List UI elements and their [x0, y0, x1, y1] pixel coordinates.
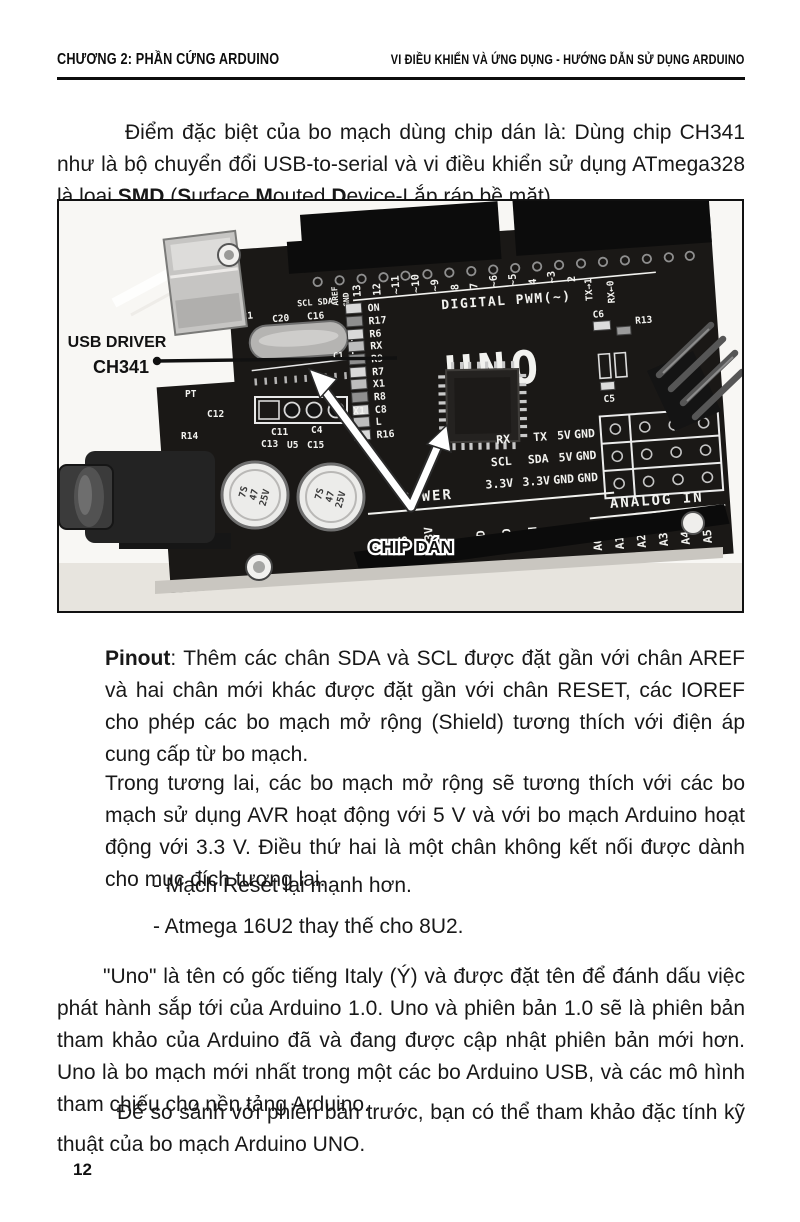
svg-text:47: 47 [324, 490, 338, 504]
digital-pin-label: ~11 [389, 275, 402, 295]
svg-text:3.3V: 3.3V [485, 476, 514, 492]
pin-grid: RX TX 5V GND SCL SDA 5V GND 3.3V 3.3V GN… [485, 407, 725, 500]
silkscreen-gnd: GND [341, 292, 351, 307]
svg-text:5V: 5V [557, 428, 572, 443]
svg-text:R6: R6 [369, 329, 382, 341]
svg-text:R7: R7 [372, 366, 385, 378]
board-edge-highlight [155, 547, 723, 594]
svg-text:GND: GND [575, 448, 597, 463]
svg-text:X1: X1 [353, 406, 365, 417]
digital-pin-label: ~9 [429, 279, 442, 292]
svg-text:A5: A5 [700, 529, 715, 544]
chip-dan-callout: CHIP DÁN [307, 367, 455, 559]
svg-text:47: 47 [248, 488, 262, 502]
capacitor: 7S 47 25V [296, 462, 366, 532]
paragraph-pinout: Pinout: Thêm các chân SDA và SCL được đặ… [105, 647, 745, 766]
silkscreen-sclsda: SCL SDA [297, 297, 333, 309]
right-components: C6 R13 C5 [592, 309, 653, 405]
digital-pin-label: 12 [371, 283, 384, 296]
qfp-chip [438, 361, 528, 451]
header-chapter: CHƯƠNG 2: PHẦN CỨNG ARDUINO [57, 51, 280, 68]
svg-text:C6: C6 [592, 309, 604, 321]
svg-text:U5: U5 [287, 440, 299, 451]
mounting-hole [217, 243, 705, 581]
top-header-strips [286, 201, 712, 274]
svg-text:7S: 7S [313, 487, 327, 501]
svg-text:3.3V: 3.3V [522, 473, 551, 489]
svg-text:25V: 25V [334, 490, 349, 510]
ch341-label: CH341 [93, 357, 149, 377]
digital-pin-label: ~6 [488, 274, 501, 287]
svg-text:C20: C20 [272, 313, 290, 325]
svg-text:RX: RX [496, 432, 511, 447]
svg-text:TX: TX [533, 429, 548, 444]
usb-driver-label: USB DRIVER [68, 334, 167, 351]
bullet-reset: - Mạch Reset lại mạnh hơn. [153, 874, 412, 897]
svg-text:L: L [375, 417, 382, 428]
svg-text:R13: R13 [635, 315, 653, 327]
svg-text:A2: A2 [634, 534, 649, 549]
svg-text:GND: GND [577, 470, 599, 485]
digital-pin-label: 8 [449, 284, 461, 291]
pinout-lead: Pinout [105, 647, 171, 670]
mid-ref-labels: PT C12 R14 C11 C4 C13 U5 C15 [181, 389, 324, 451]
svg-text:GND: GND [553, 471, 575, 486]
svg-text:R16: R16 [376, 429, 395, 441]
header-book-title: VI ĐIỀU KHIỂN VÀ ỨNG DỤNG - HƯỚNG DẪN SỬ… [391, 51, 745, 67]
svg-text:A3: A3 [656, 532, 671, 547]
bottom-header-strip [353, 504, 730, 574]
usb-driver-callout: USB DRIVER CH341 [68, 334, 398, 377]
svg-text:ON: ON [367, 303, 380, 315]
bullet-atmega: - Atmega 16U2 thay thế cho 8U2. [153, 915, 464, 938]
svg-text:SCL: SCL [490, 454, 512, 469]
analog-caption: ANALOG IN [609, 489, 704, 512]
side-header-pins [647, 321, 742, 431]
svg-text:C16: C16 [307, 310, 325, 322]
paragraph-future: Trong tương lai, các bo mạch mở rộng sẽ … [105, 772, 745, 891]
page-number: 12 [73, 1160, 92, 1179]
silkscreen-c1: C1 [333, 351, 345, 362]
svg-text:X1: X1 [373, 378, 386, 390]
digital-pin-label: 7 [468, 282, 480, 289]
digital-pin-label: 2 [566, 275, 578, 282]
arrow-head-right [425, 423, 452, 454]
running-header: CHƯƠNG 2: PHẦN CỨNG ARDUINO VI ĐIỀU KHIỂ… [57, 51, 745, 80]
pin-hole-row [312, 250, 695, 287]
digital-pin-label: ~10 [409, 274, 422, 294]
svg-text:R17: R17 [368, 315, 387, 327]
svg-text:GND: GND [574, 426, 596, 441]
svg-text:C5: C5 [603, 393, 615, 405]
svg-text:5V: 5V [558, 450, 573, 465]
arrow-head-left [307, 367, 339, 400]
svg-text:C12: C12 [207, 409, 224, 420]
svg-text:C4: C4 [311, 425, 323, 436]
svg-text:25V: 25V [258, 488, 273, 508]
svg-text:R14: R14 [181, 431, 198, 442]
rx-pin-label: RX←0 [605, 280, 618, 304]
svg-text:SDA: SDA [527, 451, 549, 466]
svg-text:C8: C8 [374, 404, 387, 416]
svg-text:RX: RX [370, 341, 383, 353]
digital-pin-label: ~5 [507, 273, 520, 286]
silkscreen-aref: AREF [330, 286, 340, 306]
svg-text:PT: PT [185, 389, 197, 400]
svg-text:C15: C15 [307, 440, 324, 451]
power-jack [59, 451, 231, 549]
digital-pin-label: 4 [527, 278, 539, 285]
svg-text:7S: 7S [237, 485, 251, 499]
svg-text:C11: C11 [271, 427, 288, 438]
svg-text:C13: C13 [261, 439, 278, 450]
paragraph-compare: Để so sánh với phiên bản trước, bạn có t… [57, 1101, 745, 1156]
digital-pin-label: ~3 [545, 270, 558, 283]
tx-pin-label: TX→1 [583, 277, 596, 301]
svg-text:R8: R8 [374, 391, 387, 403]
chip-dan-label: CHIP DÁN [369, 536, 453, 557]
digital-pin-label: 13 [351, 284, 364, 297]
arduino-board-photo: AREF GND 13 12 ~11 ~10 ~9 8 7 ~6 ~5 4 ~3… [57, 199, 744, 613]
paragraph-uno: "Uno" là tên có gốc tiếng Italy (Ý) và đ… [57, 965, 745, 1116]
capacitor: 7S 47 25V [220, 460, 290, 530]
